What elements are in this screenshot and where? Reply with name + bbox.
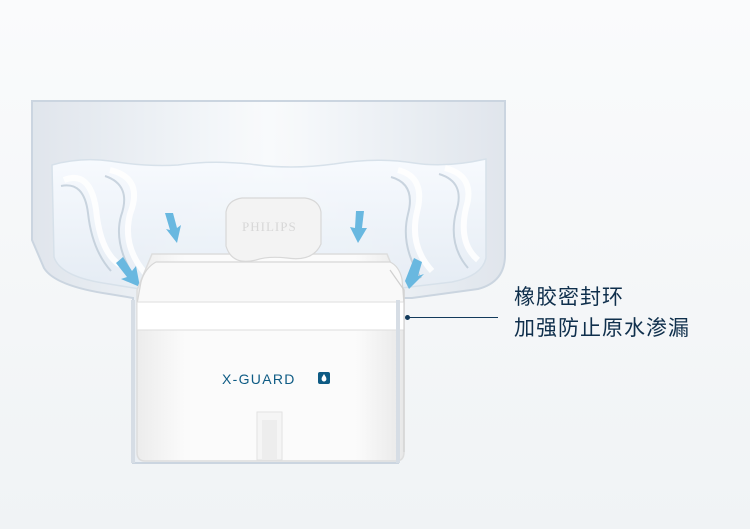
logo-text: PHILIPS — [242, 219, 297, 234]
cartridge-inner-notch — [262, 420, 277, 460]
sealing-ring — [136, 261, 405, 305]
callout-line-2: 加强防止原水渗漏 — [514, 316, 690, 340]
callout-leader-line — [408, 317, 498, 318]
water-drop-icon — [318, 372, 330, 384]
water-ripples — [62, 165, 481, 275]
feature-callout: 橡胶密封环 加强防止原水渗漏 — [514, 282, 690, 344]
callout-pointer-dot — [405, 315, 410, 320]
product-label: X-GUARD — [222, 371, 296, 387]
water-ripples-shadow — [60, 173, 469, 281]
seal-edge — [389, 269, 405, 452]
cartridge-collar — [136, 301, 405, 331]
callout-line-1: 橡胶密封环 — [514, 285, 624, 309]
arrow-down-icon — [116, 211, 424, 289]
cartridge-handle — [225, 197, 322, 262]
